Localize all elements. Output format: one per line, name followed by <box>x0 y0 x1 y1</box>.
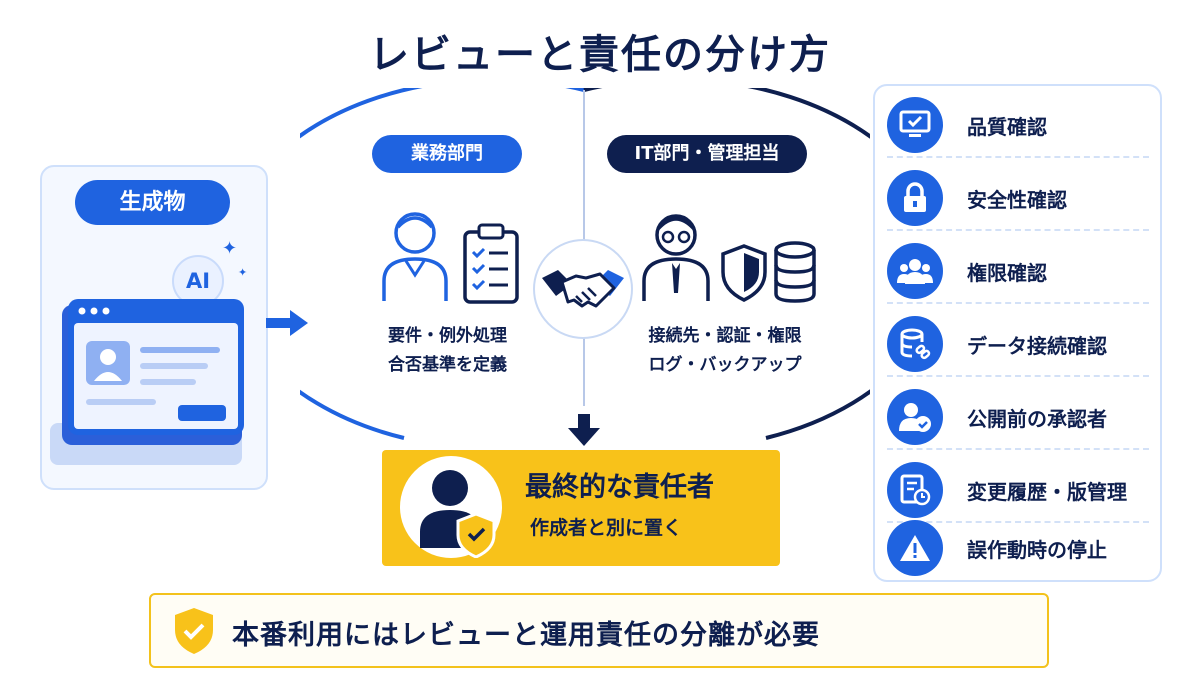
footer-banner <box>149 593 1049 668</box>
it-person-icon <box>642 214 710 301</box>
clipboard-checklist-icon <box>463 223 519 304</box>
ai-badge: AI <box>172 255 224 307</box>
check-label-security: 安全性確認 <box>967 187 1067 212</box>
business-person-icon <box>382 212 448 301</box>
shield-check-icon <box>175 608 213 654</box>
warning-icon <box>887 520 943 576</box>
page-title: レビューと責任の分け方 <box>369 32 831 78</box>
check-label-quality: 品質確認 <box>967 114 1047 139</box>
it-line-1: 接続先・認証・権限 <box>648 326 802 346</box>
check-item-version-control: 変更履歴・版管理 <box>887 459 1149 523</box>
monitor-check-icon <box>887 97 943 153</box>
shield-icon <box>721 244 767 302</box>
it-department-label: IT部門・管理担当 <box>607 135 807 173</box>
business-line-1: 要件・例外処理 <box>388 326 507 346</box>
app-window-icon <box>50 299 244 465</box>
database-icon <box>774 241 816 303</box>
users-icon <box>887 243 943 299</box>
responsible-subtitle: 作成者と別に置く <box>530 517 683 539</box>
responsibility-circle <box>300 88 870 440</box>
business-department-label: 業務部門 <box>372 135 522 173</box>
business-responsibilities: 要件・例外処理 合否基準を定義 <box>365 322 530 380</box>
business-line-2: 合否基準を定義 <box>388 355 507 375</box>
check-item-permissions: 権限確認 <box>887 240 1149 304</box>
document-clock-icon <box>887 462 943 518</box>
responsible-person-shield-icon <box>420 470 496 558</box>
it-line-2: ログ・バックアップ <box>648 355 802 375</box>
check-item-quality: 品質確認 <box>887 94 1149 158</box>
user-check-icon <box>887 389 943 445</box>
footer-message: 本番利用にはレビューと運用責任の分離が必要 <box>232 620 820 651</box>
check-label-approver: 公開前の承認者 <box>967 406 1107 431</box>
arrow-right-icon <box>266 310 308 336</box>
responsible-title: 最終的な責任者 <box>525 472 714 503</box>
check-item-approver: 公開前の承認者 <box>887 386 1149 450</box>
sparkle-icon: ✦ <box>222 238 238 259</box>
database-link-icon <box>887 316 943 372</box>
check-item-emergency-stop: 誤作動時の停止 <box>887 516 1149 580</box>
sparkle-small-icon: ✦ <box>238 266 248 279</box>
check-label-permissions: 権限確認 <box>967 260 1047 285</box>
handshake-icon <box>533 239 633 339</box>
it-responsibilities: 接続先・認証・権限 ログ・バックアップ <box>630 322 820 380</box>
check-item-data-connection: データ接続確認 <box>887 313 1149 377</box>
arrow-down-icon <box>568 414 600 446</box>
lock-icon <box>887 170 943 226</box>
check-label-emergency-stop: 誤作動時の停止 <box>967 537 1107 562</box>
generated-output-label: 生成物 <box>75 180 230 225</box>
check-label-data-connection: データ接続確認 <box>967 333 1107 358</box>
check-item-security: 安全性確認 <box>887 167 1149 231</box>
check-label-version-control: 変更履歴・版管理 <box>967 479 1127 504</box>
